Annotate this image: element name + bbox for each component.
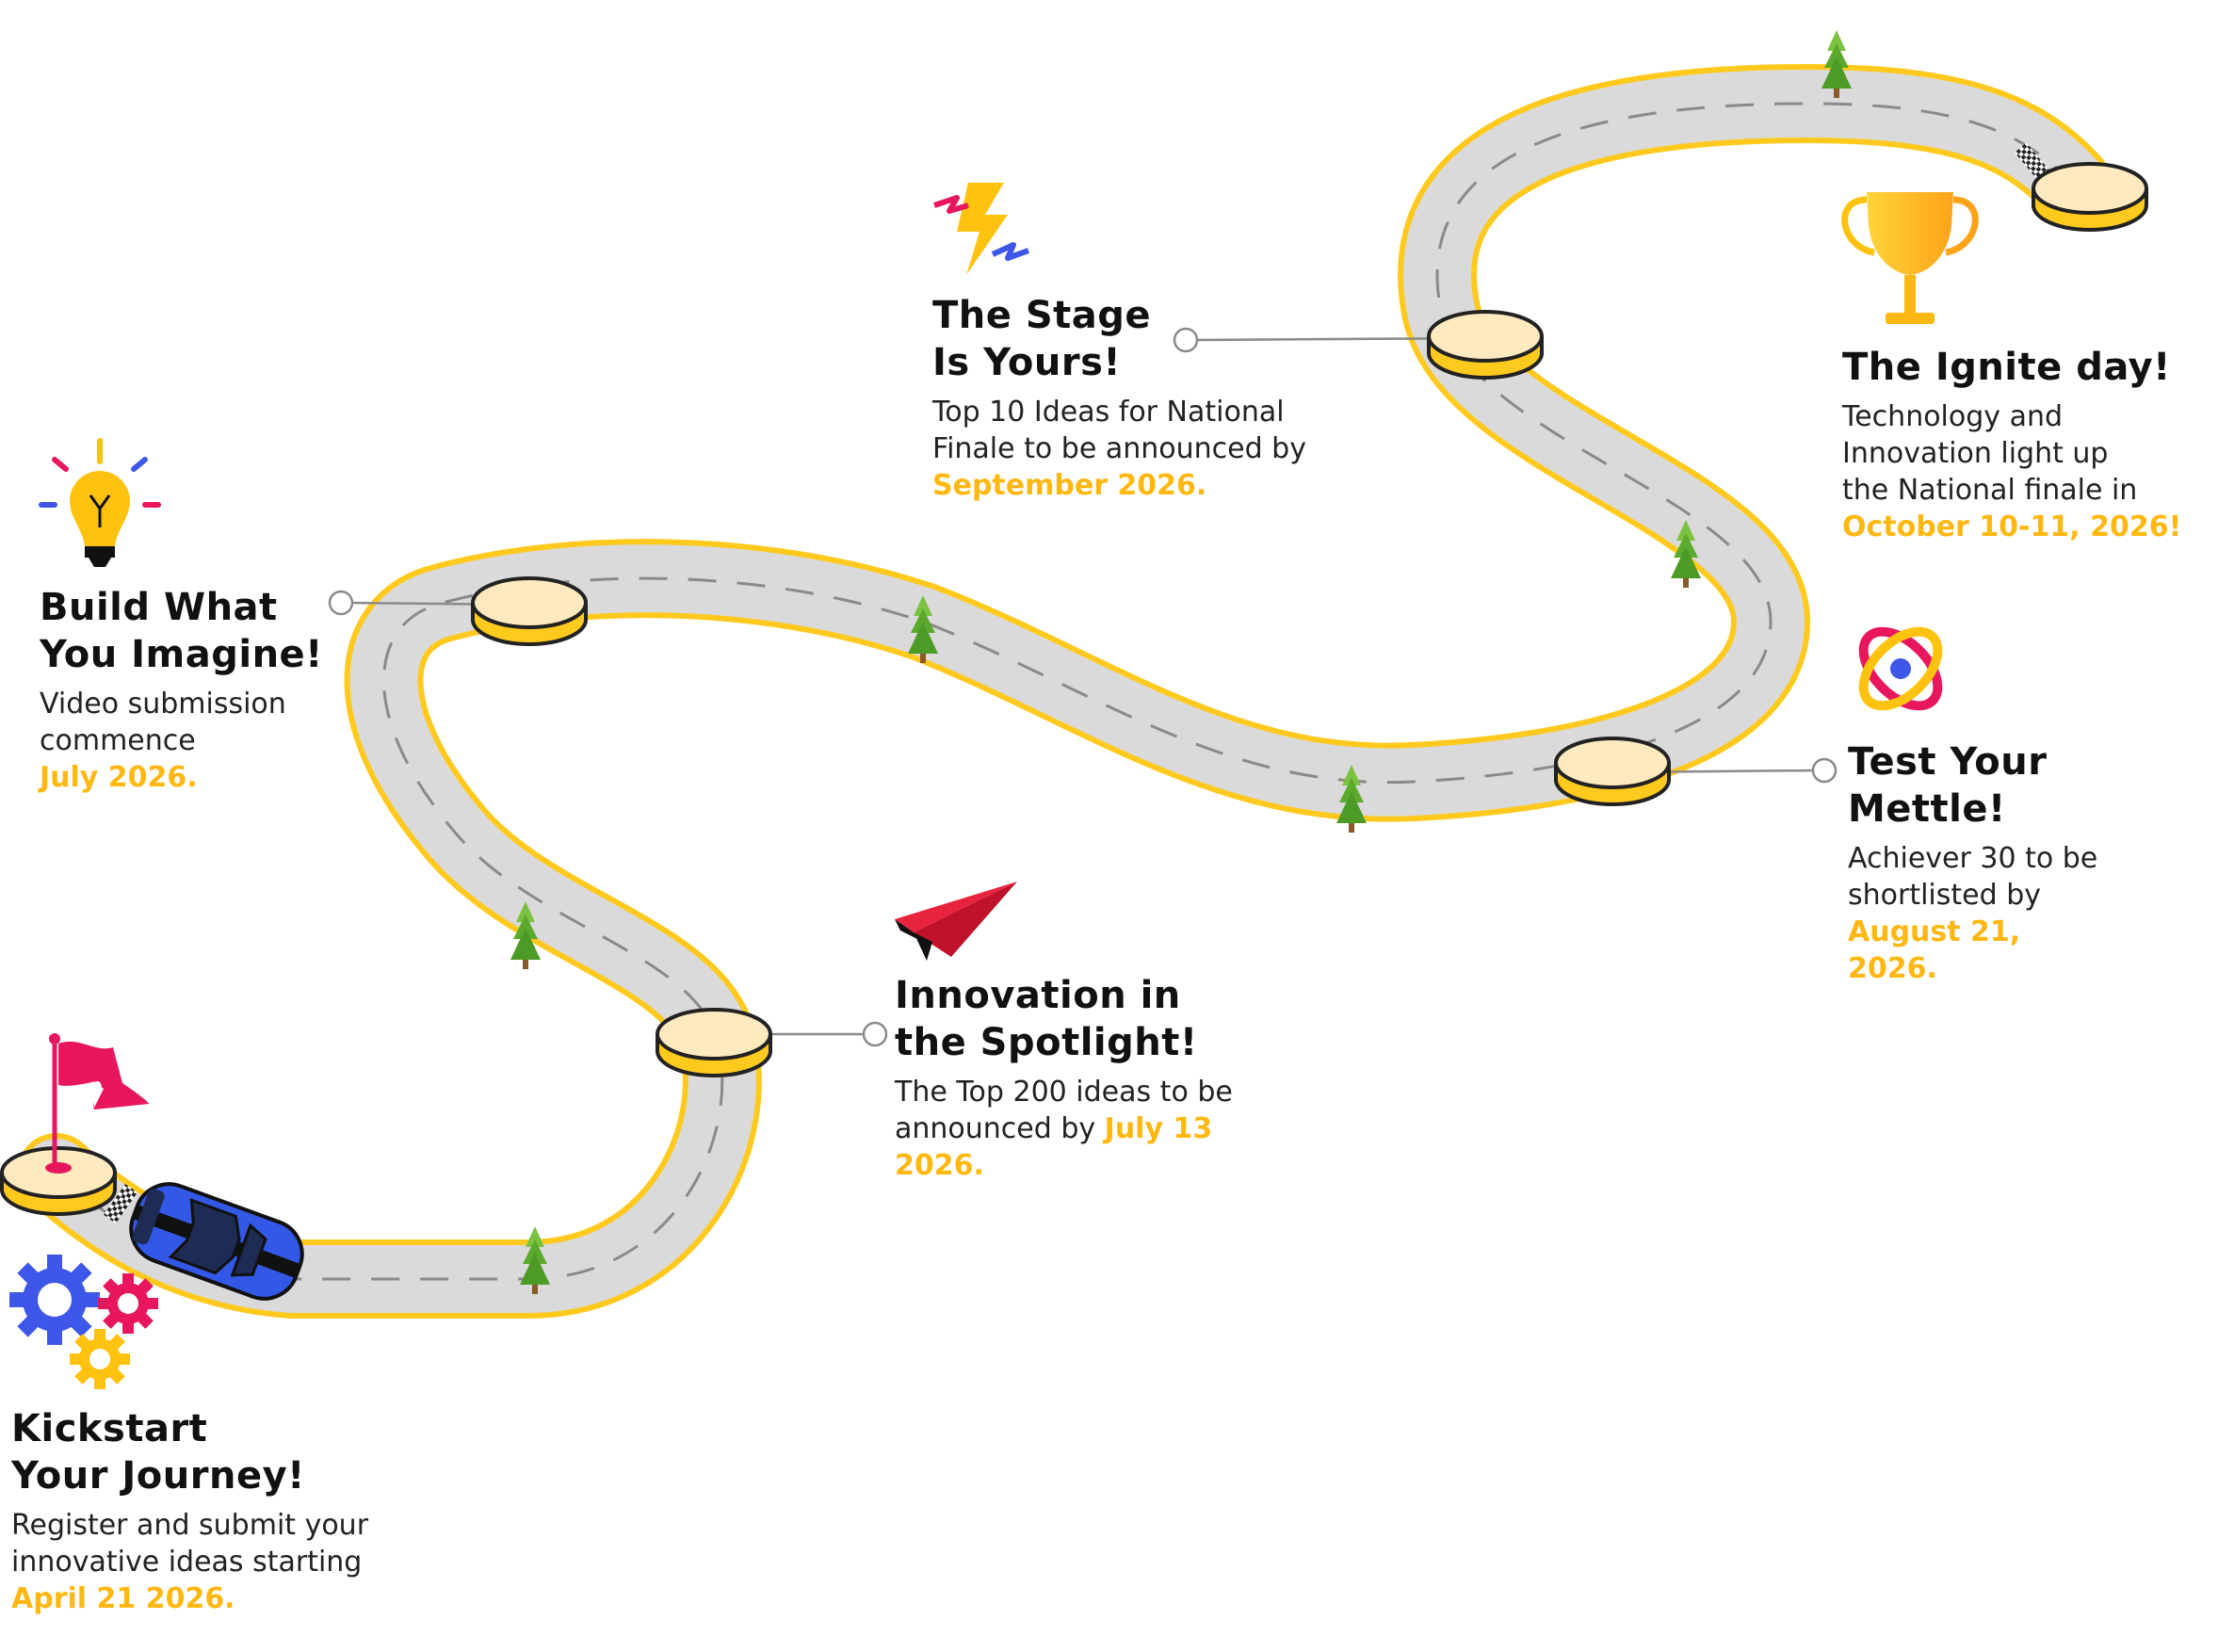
- milestone-title: Build What You Imagine!: [40, 586, 323, 676]
- milestone-desc: Achiever 30 to be shortlisted by: [1848, 842, 2098, 912]
- platform-spotlight: [656, 1008, 772, 1077]
- race-car-icon: [129, 1182, 304, 1301]
- milestone-desc: Top 10 Ideas for National Finale to be a…: [932, 396, 1306, 465]
- milestone-mettle: Test Your Mettle! Achiever 30 to be shor…: [1848, 738, 2187, 987]
- milestone-date: July 2026.: [40, 761, 198, 794]
- tree-icon: [1671, 520, 1701, 588]
- trees: [510, 30, 1852, 1294]
- connector-dot-stage: [1173, 327, 1199, 353]
- start-line: [103, 1184, 138, 1223]
- lightbulb-icon: [39, 438, 161, 567]
- tree-icon: [520, 1226, 550, 1294]
- milestone-spotlight: Innovation in the Spotlight! The Top 200…: [895, 972, 1290, 1184]
- tree-icon: [510, 901, 541, 969]
- connector-dot-mettle: [1811, 757, 1838, 784]
- milestone-title: The Stage Is Yours!: [932, 294, 1151, 384]
- tree-icon: [1336, 765, 1367, 833]
- flag-icon: [45, 1033, 149, 1174]
- platform-stage: [1427, 310, 1544, 380]
- connectors: [328, 327, 1838, 1047]
- milestone-build: Build What You Imagine! Video submission…: [40, 584, 397, 796]
- gears-icon: [9, 1255, 158, 1389]
- milestone-desc: Technology and Innovation light up the N…: [1842, 400, 2138, 507]
- milestone-desc: The Top 200 ideas to be announced by: [895, 1076, 1233, 1145]
- paper-plane-icon: [895, 882, 1017, 961]
- atom-icon: [1858, 626, 1943, 711]
- trophy-icon: [1841, 192, 1979, 324]
- milestone-date: October 10-11, 2026!: [1842, 510, 2182, 543]
- connector-dot-spotlight: [862, 1021, 888, 1047]
- milestone-title: Innovation in the Spotlight!: [895, 974, 1198, 1064]
- lightning-icon: [933, 183, 1030, 275]
- platform-build: [471, 576, 588, 646]
- milestone-date: September 2026.: [932, 469, 1207, 502]
- milestone-date: August 21, 2026.: [1848, 915, 2021, 985]
- tree-icon: [1821, 30, 1852, 98]
- milestone-desc: Register and submit your innovative idea…: [11, 1509, 369, 1579]
- finish-line: [2015, 142, 2050, 182]
- milestone-title: Kickstart Your Journey!: [11, 1407, 305, 1498]
- milestone-kickstart: Kickstart Your Journey! Register and sub…: [11, 1405, 426, 1617]
- milestone-date: July 13 2026.: [895, 1112, 1213, 1182]
- milestone-desc: Video submission commence: [40, 688, 286, 757]
- platform-ignite: [2032, 162, 2148, 232]
- milestone-stage: The Stage Is Yours! Top 10 Ideas for Nat…: [932, 292, 1375, 504]
- connector-dot-build: [328, 590, 354, 616]
- milestone-date: April 21 2026.: [11, 1582, 235, 1615]
- milestone-title: The Ignite day!: [1842, 346, 2171, 389]
- platform-mettle: [1554, 737, 1671, 806]
- milestone-title: Test Your Mettle!: [1848, 740, 2048, 831]
- milestone-ignite: The Ignite day! Technology and Innovatio…: [1842, 344, 2210, 545]
- platform-kickstart: [0, 1146, 117, 1216]
- tree-icon: [908, 595, 938, 663]
